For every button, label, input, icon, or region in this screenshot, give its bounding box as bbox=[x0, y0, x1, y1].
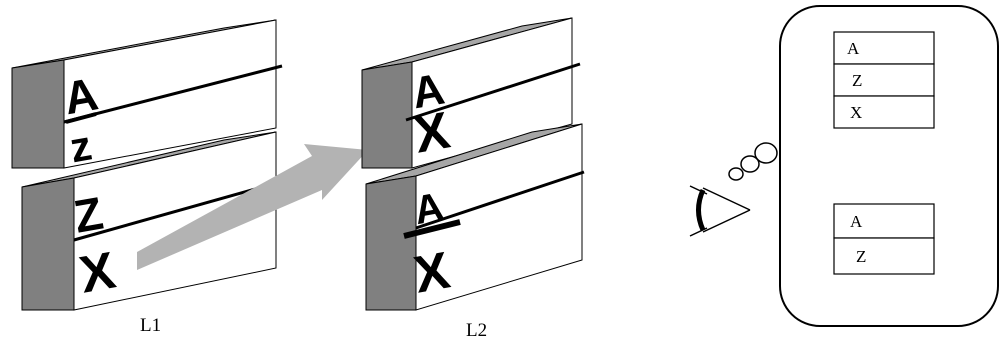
label-l1: L1 bbox=[140, 315, 161, 336]
label-l2: L2 bbox=[466, 320, 487, 341]
l2-bottom-block-front-face bbox=[415, 123, 583, 311]
l1-top-block: A z bbox=[11, 19, 283, 171]
table1-cell-1-text: Z bbox=[852, 71, 862, 90]
l1-bottom-block: Z X bbox=[21, 131, 281, 311]
l1-top-block-side-face bbox=[11, 59, 65, 169]
l1-top-block-underline bbox=[65, 112, 97, 124]
table2-cell-0-text: A bbox=[850, 212, 863, 231]
l2-top-block: A X bbox=[361, 17, 581, 169]
memory-table-2: A Z bbox=[833, 203, 935, 275]
table1-cell-0-text: A bbox=[847, 39, 860, 58]
l2-bottom-block-side-face bbox=[365, 175, 417, 311]
memory-table-1: A Z X bbox=[833, 31, 935, 129]
table1-cell-1 bbox=[833, 63, 935, 97]
l1-bottom-block-side-face bbox=[21, 177, 75, 311]
l2-bottom-block: A X bbox=[365, 123, 585, 311]
l1-bottom-block-front-face bbox=[73, 131, 277, 311]
l1-top-block-divider bbox=[63, 64, 283, 124]
table2-cell-1 bbox=[833, 237, 935, 275]
l1-bottom-block-divider bbox=[73, 180, 281, 242]
table1-cell-2 bbox=[833, 95, 935, 129]
table2-cell-1-text: Z bbox=[856, 247, 866, 266]
table1-cell-0 bbox=[833, 31, 935, 65]
l2-top-block-divider bbox=[405, 62, 581, 122]
l2-bottom-block-letter-bar bbox=[403, 219, 461, 239]
table2-cell-0 bbox=[833, 203, 935, 239]
l2-top-block-side-face bbox=[361, 61, 413, 169]
arrow-icon bbox=[137, 144, 368, 270]
table1-cell-2-text: X bbox=[850, 103, 862, 122]
eye-icon bbox=[689, 185, 751, 237]
l2-bottom-block-divider bbox=[415, 170, 585, 230]
thought-bubble-icon bbox=[728, 142, 778, 181]
